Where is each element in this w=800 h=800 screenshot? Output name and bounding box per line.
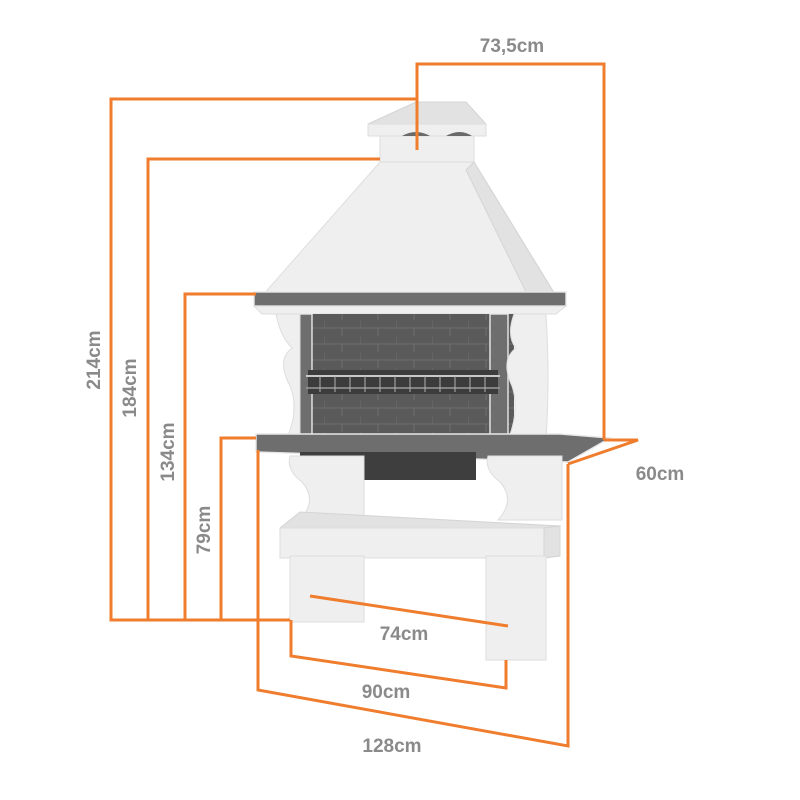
lower-legs: [288, 455, 563, 521]
label-hood-height: 184cm: [120, 358, 141, 417]
dimension-labels: 73,5cm 214cm 184cm 134cm 79cm 60cm 74cm …: [84, 36, 684, 757]
grill-rack: [306, 370, 500, 394]
dimension-line-top-counter-height: [183, 292, 256, 620]
upper-brick-ledge: [252, 291, 568, 315]
dimension-line-total-width: [256, 450, 570, 748]
dimension-lines: [109, 62, 639, 748]
label-inner-width: 74cm: [380, 624, 429, 645]
label-worktop-height: 79cm: [194, 506, 215, 555]
label-total-width: 128cm: [362, 736, 421, 757]
firebox: [293, 313, 514, 441]
label-depth: 60cm: [636, 464, 685, 485]
label-chimney-width: 73,5cm: [480, 36, 544, 57]
label-base-width: 90cm: [362, 682, 411, 703]
barbecue-illustration: [252, 101, 613, 661]
chimney-cap: [367, 101, 488, 163]
dimension-line-worktop-height: [219, 436, 256, 620]
upper-pillars: [275, 313, 549, 441]
dimension-line-hood-height: [146, 157, 380, 620]
base-slab: [278, 511, 562, 661]
dimension-line-depth: [567, 438, 639, 466]
dimension-line-total-height: [109, 97, 417, 622]
label-top-counter-height: 134cm: [158, 422, 179, 481]
label-total-height: 214cm: [84, 330, 105, 389]
dimension-line-base-width: [289, 620, 508, 690]
dimension-line-inner-width: [309, 594, 509, 628]
dimension-line-chimney-width: [415, 62, 606, 440]
